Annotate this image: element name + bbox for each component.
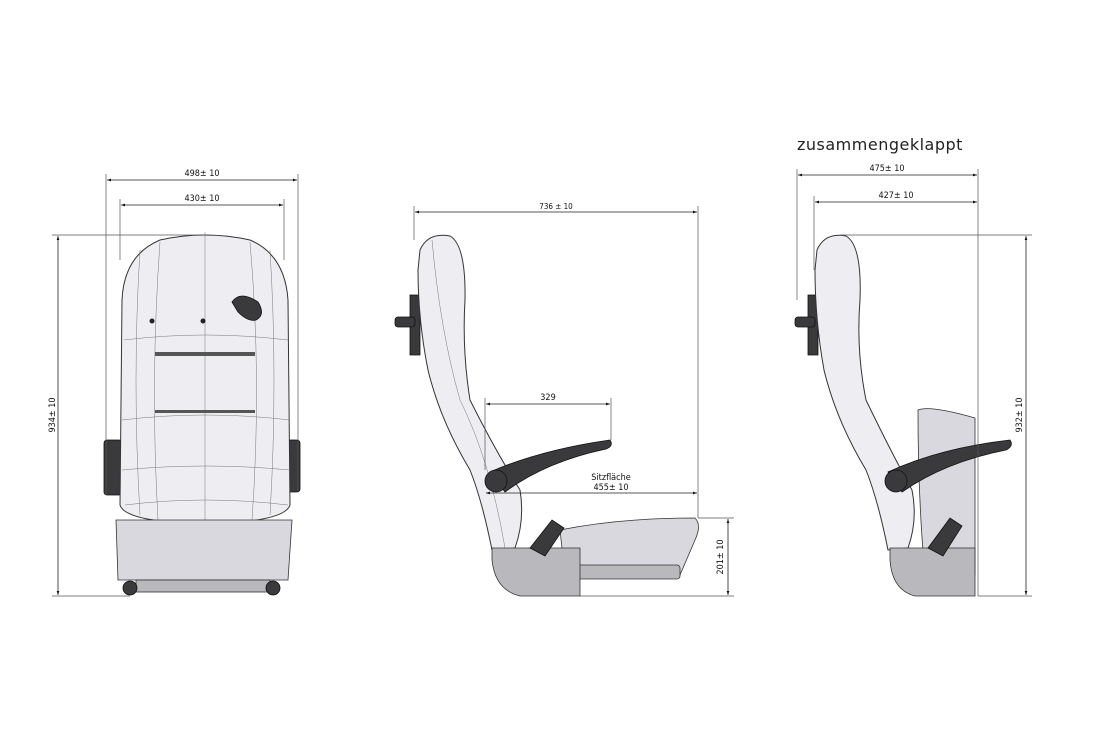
front-width-outer-label: 498± 10 [184, 169, 219, 179]
seat-area-label: Sitzfläche [591, 473, 630, 483]
side-depth-label: 736 ± 10 [539, 202, 573, 211]
base-rail [135, 579, 271, 593]
seat-height-label: 201± 10 [716, 539, 726, 574]
folded-width-outer-label: 475± 10 [869, 164, 904, 174]
belt-buckle-folded [927, 517, 963, 557]
armrest-pivot [484, 469, 508, 493]
belt-guide [231, 295, 262, 321]
side-seat-drawing [394, 234, 699, 597]
backrest-profile [417, 234, 523, 551]
seat-base [115, 519, 293, 581]
folded-base-bracket [889, 547, 976, 597]
headrest-slot-lower [155, 410, 255, 413]
side-view: 736 ± 10 329 Sitzfläche 455± 10 201± 10 [394, 202, 734, 597]
folded-width-inner-label: 427± 10 [878, 191, 913, 201]
front-seat-drawing [103, 232, 301, 596]
seat-depth-label: 455± 10 [593, 483, 628, 493]
armrest-pivot-folded [884, 469, 908, 493]
front-view: 498± 10 430± 10 934± 10 [48, 169, 301, 597]
left-armrest [103, 439, 123, 496]
headrest-slot-upper [155, 352, 255, 356]
folded-height-label: 932± 10 [1015, 397, 1025, 432]
folded-view: zusammengeklappt 475± 10 427± 10 932± 10 [794, 135, 1032, 597]
folded-view-title: zusammengeklappt [797, 135, 963, 154]
seat-base-bracket [491, 547, 581, 597]
folded-seat-drawing [794, 234, 1012, 597]
wheel-right [265, 580, 281, 596]
wheel-left [122, 580, 138, 596]
front-width-inner-label: 430± 10 [184, 194, 219, 204]
armrest-length-label: 329 [540, 393, 555, 403]
front-height-label: 934± 10 [48, 397, 58, 432]
belt-buckle [529, 519, 565, 557]
recline-knob [394, 316, 416, 328]
seat-cushion [559, 517, 699, 576]
backrest-profile-folded [814, 234, 915, 551]
armrest-folded [887, 439, 1012, 493]
armrest [489, 439, 612, 493]
recline-knob-folded [794, 316, 816, 328]
